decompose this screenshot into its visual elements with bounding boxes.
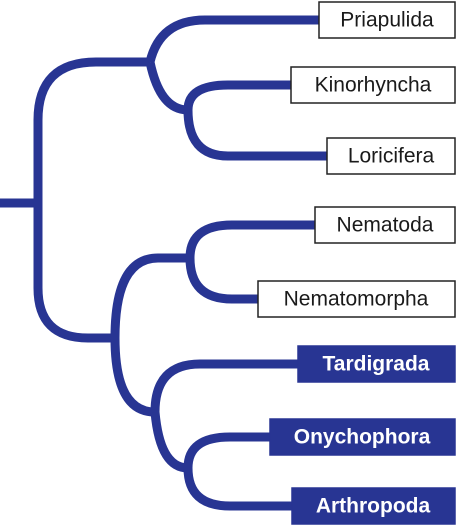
taxon-label-loricifera: Loricifera [326,137,456,175]
tree-branches [0,15,327,511]
branch-clade-panarthropoda [150,359,298,473]
taxon-box [297,345,456,383]
taxon-box [314,206,456,244]
branch-clade-nematoida [185,220,315,304]
taxon-label-text: Nematoda [337,214,434,237]
taxon-label-nematoda: Nematoda [314,206,456,244]
branch-clade-ony-arth [183,432,292,511]
taxon-label-tardigrada: Tardigrada [297,345,456,383]
taxon-box [326,137,456,175]
taxon-label-text: Nematomorpha [284,288,429,311]
taxon-label-text: Arthropoda [316,495,431,518]
taxon-label-text: Priapulida [340,9,434,32]
branch-clade-kino-lori [183,80,327,161]
taxon-label-kinorhyncha: Kinorhyncha [290,66,456,104]
taxon-label-text: Tardigrada [323,353,430,376]
branch-root-split [33,57,150,343]
taxon-box [290,66,456,104]
taxon-label-priapulida: Priapulida [318,1,456,39]
branch-clade-scalidophora [145,15,319,115]
taxon-label-text: Loricifera [348,145,435,168]
taxon-box [291,487,456,525]
branch-clade-nematoida-panarthropoda [110,253,190,417]
taxon-label-text: Kinorhyncha [315,74,432,97]
taxon-box [269,418,456,456]
taxon-box [318,1,456,39]
taxon-label-arthropoda: Arthropoda [291,487,456,525]
taxon-label-onychophora: Onychophora [269,418,456,456]
taxon-box [257,280,456,318]
taxon-label-text: Onychophora [294,426,431,449]
taxon-label-nematomorpha: Nematomorpha [257,280,456,318]
